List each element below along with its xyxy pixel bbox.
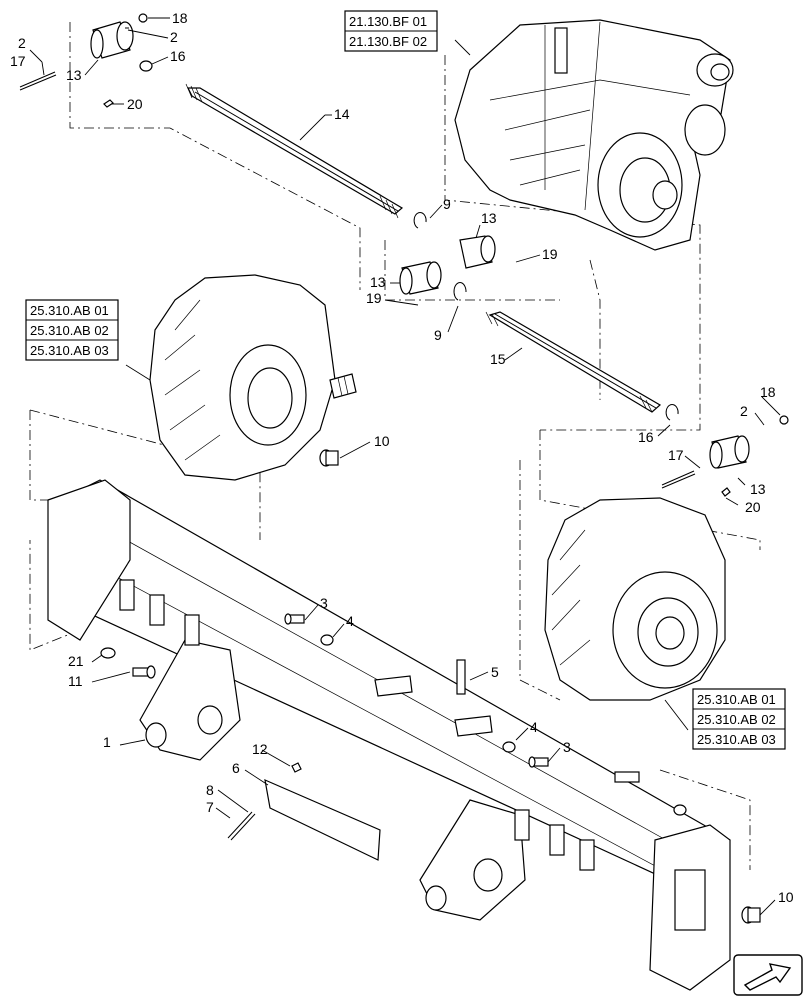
shaft-15 xyxy=(485,311,662,413)
callout-13-mid-left: 13 xyxy=(370,274,386,290)
callout-8: 8 xyxy=(206,782,214,798)
callout-11: 11 xyxy=(68,673,83,689)
leader-lines xyxy=(29,17,781,916)
pin-17-upper xyxy=(19,71,57,91)
callout-14: 14 xyxy=(334,106,350,122)
callout-19-left: 19 xyxy=(366,290,382,306)
callout-13-lower: 13 xyxy=(750,481,766,497)
callout-4-lower: 4 xyxy=(530,719,538,735)
callout-9-lower: 9 xyxy=(434,327,442,343)
ref-box-gearbox-left: 25.310.AB 01 25.310.AB 02 25.310.AB 03 xyxy=(25,299,119,361)
callout-16-lower: 16 xyxy=(638,429,654,445)
callout-10-right: 10 xyxy=(778,889,794,905)
callout-7: 7 xyxy=(206,799,214,815)
callout-21: 21 xyxy=(68,653,84,669)
bolt-11 xyxy=(132,665,156,679)
fitting-right-end xyxy=(614,771,687,816)
callout-17-upper: 17 xyxy=(10,53,26,69)
bushing-13-mid-left xyxy=(399,261,442,295)
ref-box-gearbox-right: 25.310.AB 01 25.310.AB 02 25.310.AB 03 xyxy=(692,688,786,750)
pin-17-lower xyxy=(661,470,696,489)
callout-2-upper-left: 2 xyxy=(18,35,26,51)
mounting-bracket-left xyxy=(139,639,241,761)
ref-transmission-2: 21.130.BF 02 xyxy=(349,34,427,49)
callout-12: 12 xyxy=(252,741,268,757)
washer-4-lower xyxy=(502,741,516,753)
ref-gearbox-right-2: 25.310.AB 02 xyxy=(697,712,776,727)
ring-16-lower xyxy=(665,404,679,421)
callout-10-left: 10 xyxy=(374,433,390,449)
callout-19-right: 19 xyxy=(542,246,558,262)
callout-18-lower: 18 xyxy=(760,384,776,400)
plug-10-left xyxy=(319,449,339,467)
callout-5: 5 xyxy=(491,664,499,680)
washer-4-upper xyxy=(320,634,334,646)
callout-6: 6 xyxy=(232,760,240,776)
callout-2-lower: 2 xyxy=(740,403,748,419)
ref-gearbox-left-3: 25.310.AB 03 xyxy=(30,343,109,358)
callout-20-upper: 20 xyxy=(127,96,143,112)
plug-10-right xyxy=(741,906,761,924)
ring-9-lower xyxy=(453,282,467,301)
bolt-7 xyxy=(227,811,256,841)
callout-18-upper: 18 xyxy=(172,10,188,26)
gearbox-left xyxy=(149,274,357,481)
callout-15: 15 xyxy=(490,351,506,367)
mounting-bracket-right xyxy=(419,799,526,921)
clip-12 xyxy=(291,762,302,773)
callout-13-upper: 13 xyxy=(66,67,82,83)
callout-16-upper: 16 xyxy=(170,48,186,64)
beam-fins xyxy=(119,579,595,871)
next-page-arrow-icon[interactable] xyxy=(733,954,803,996)
gearbox-right xyxy=(544,497,726,701)
callout-numbers: 18 2 2 17 13 16 20 14 9 13 19 13 19 9 15… xyxy=(10,10,794,905)
callout-20-lower: 20 xyxy=(745,499,761,515)
ref-gearbox-left-1: 25.310.AB 01 xyxy=(30,303,109,318)
callout-3-lower: 3 xyxy=(563,739,571,755)
callout-1: 1 xyxy=(103,734,111,750)
plate-6 xyxy=(264,779,381,861)
small-parts-upper xyxy=(103,13,153,108)
ref-gearbox-left-2: 25.310.AB 02 xyxy=(30,323,109,338)
ref-transmission-1: 21.130.BF 01 xyxy=(349,14,427,29)
bushing-13-mid-right xyxy=(459,235,496,269)
transmission-housing xyxy=(454,19,734,251)
bolt-3-lower xyxy=(528,756,549,768)
callout-13-mid-upper: 13 xyxy=(481,210,497,226)
callout-9-upper: 9 xyxy=(443,196,451,212)
bushing-13-lower-right xyxy=(709,435,750,469)
small-parts-lower-right xyxy=(721,415,789,497)
ref-box-transmission: 21.130.BF 01 21.130.BF 02 xyxy=(344,10,438,52)
ref-gearbox-right-3: 25.310.AB 03 xyxy=(697,732,776,747)
callout-3-upper: 3 xyxy=(320,595,328,611)
ring-9-upper xyxy=(413,212,427,229)
callout-17-lower: 17 xyxy=(668,447,684,463)
shaft-14 xyxy=(185,83,404,219)
bushing-13-upper xyxy=(90,21,134,59)
washer-21 xyxy=(100,647,116,659)
callout-4-upper: 4 xyxy=(346,613,354,629)
ref-gearbox-right-1: 25.310.AB 01 xyxy=(697,692,776,707)
bolt-3-upper xyxy=(284,613,305,625)
callout-2-upper-right: 2 xyxy=(170,29,178,45)
bracket-5 xyxy=(374,659,493,737)
